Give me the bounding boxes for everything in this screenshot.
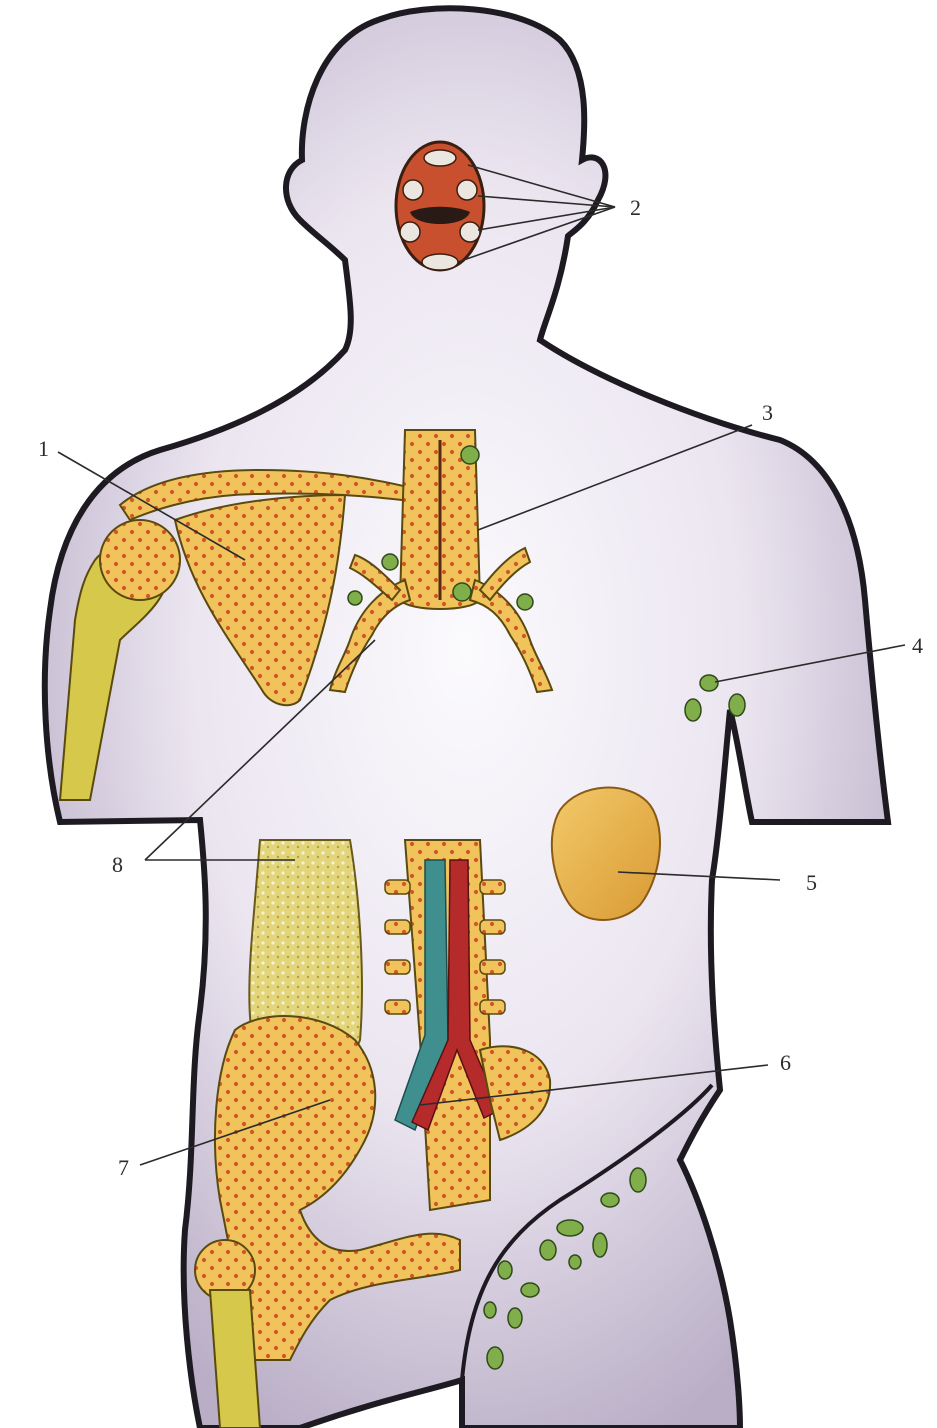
- callout-5: 5: [806, 870, 817, 895]
- callout-3: 3: [762, 400, 773, 425]
- callout-2: 2: [630, 195, 641, 220]
- tonsils: [396, 142, 484, 270]
- callout-7: 7: [118, 1155, 129, 1180]
- callout-1: 1: [38, 436, 49, 461]
- callout-8: 8: [112, 852, 123, 877]
- callout-4: 4: [912, 633, 923, 658]
- spleen: [552, 788, 660, 920]
- callout-6: 6: [780, 1050, 791, 1075]
- humerus-head: [100, 520, 180, 600]
